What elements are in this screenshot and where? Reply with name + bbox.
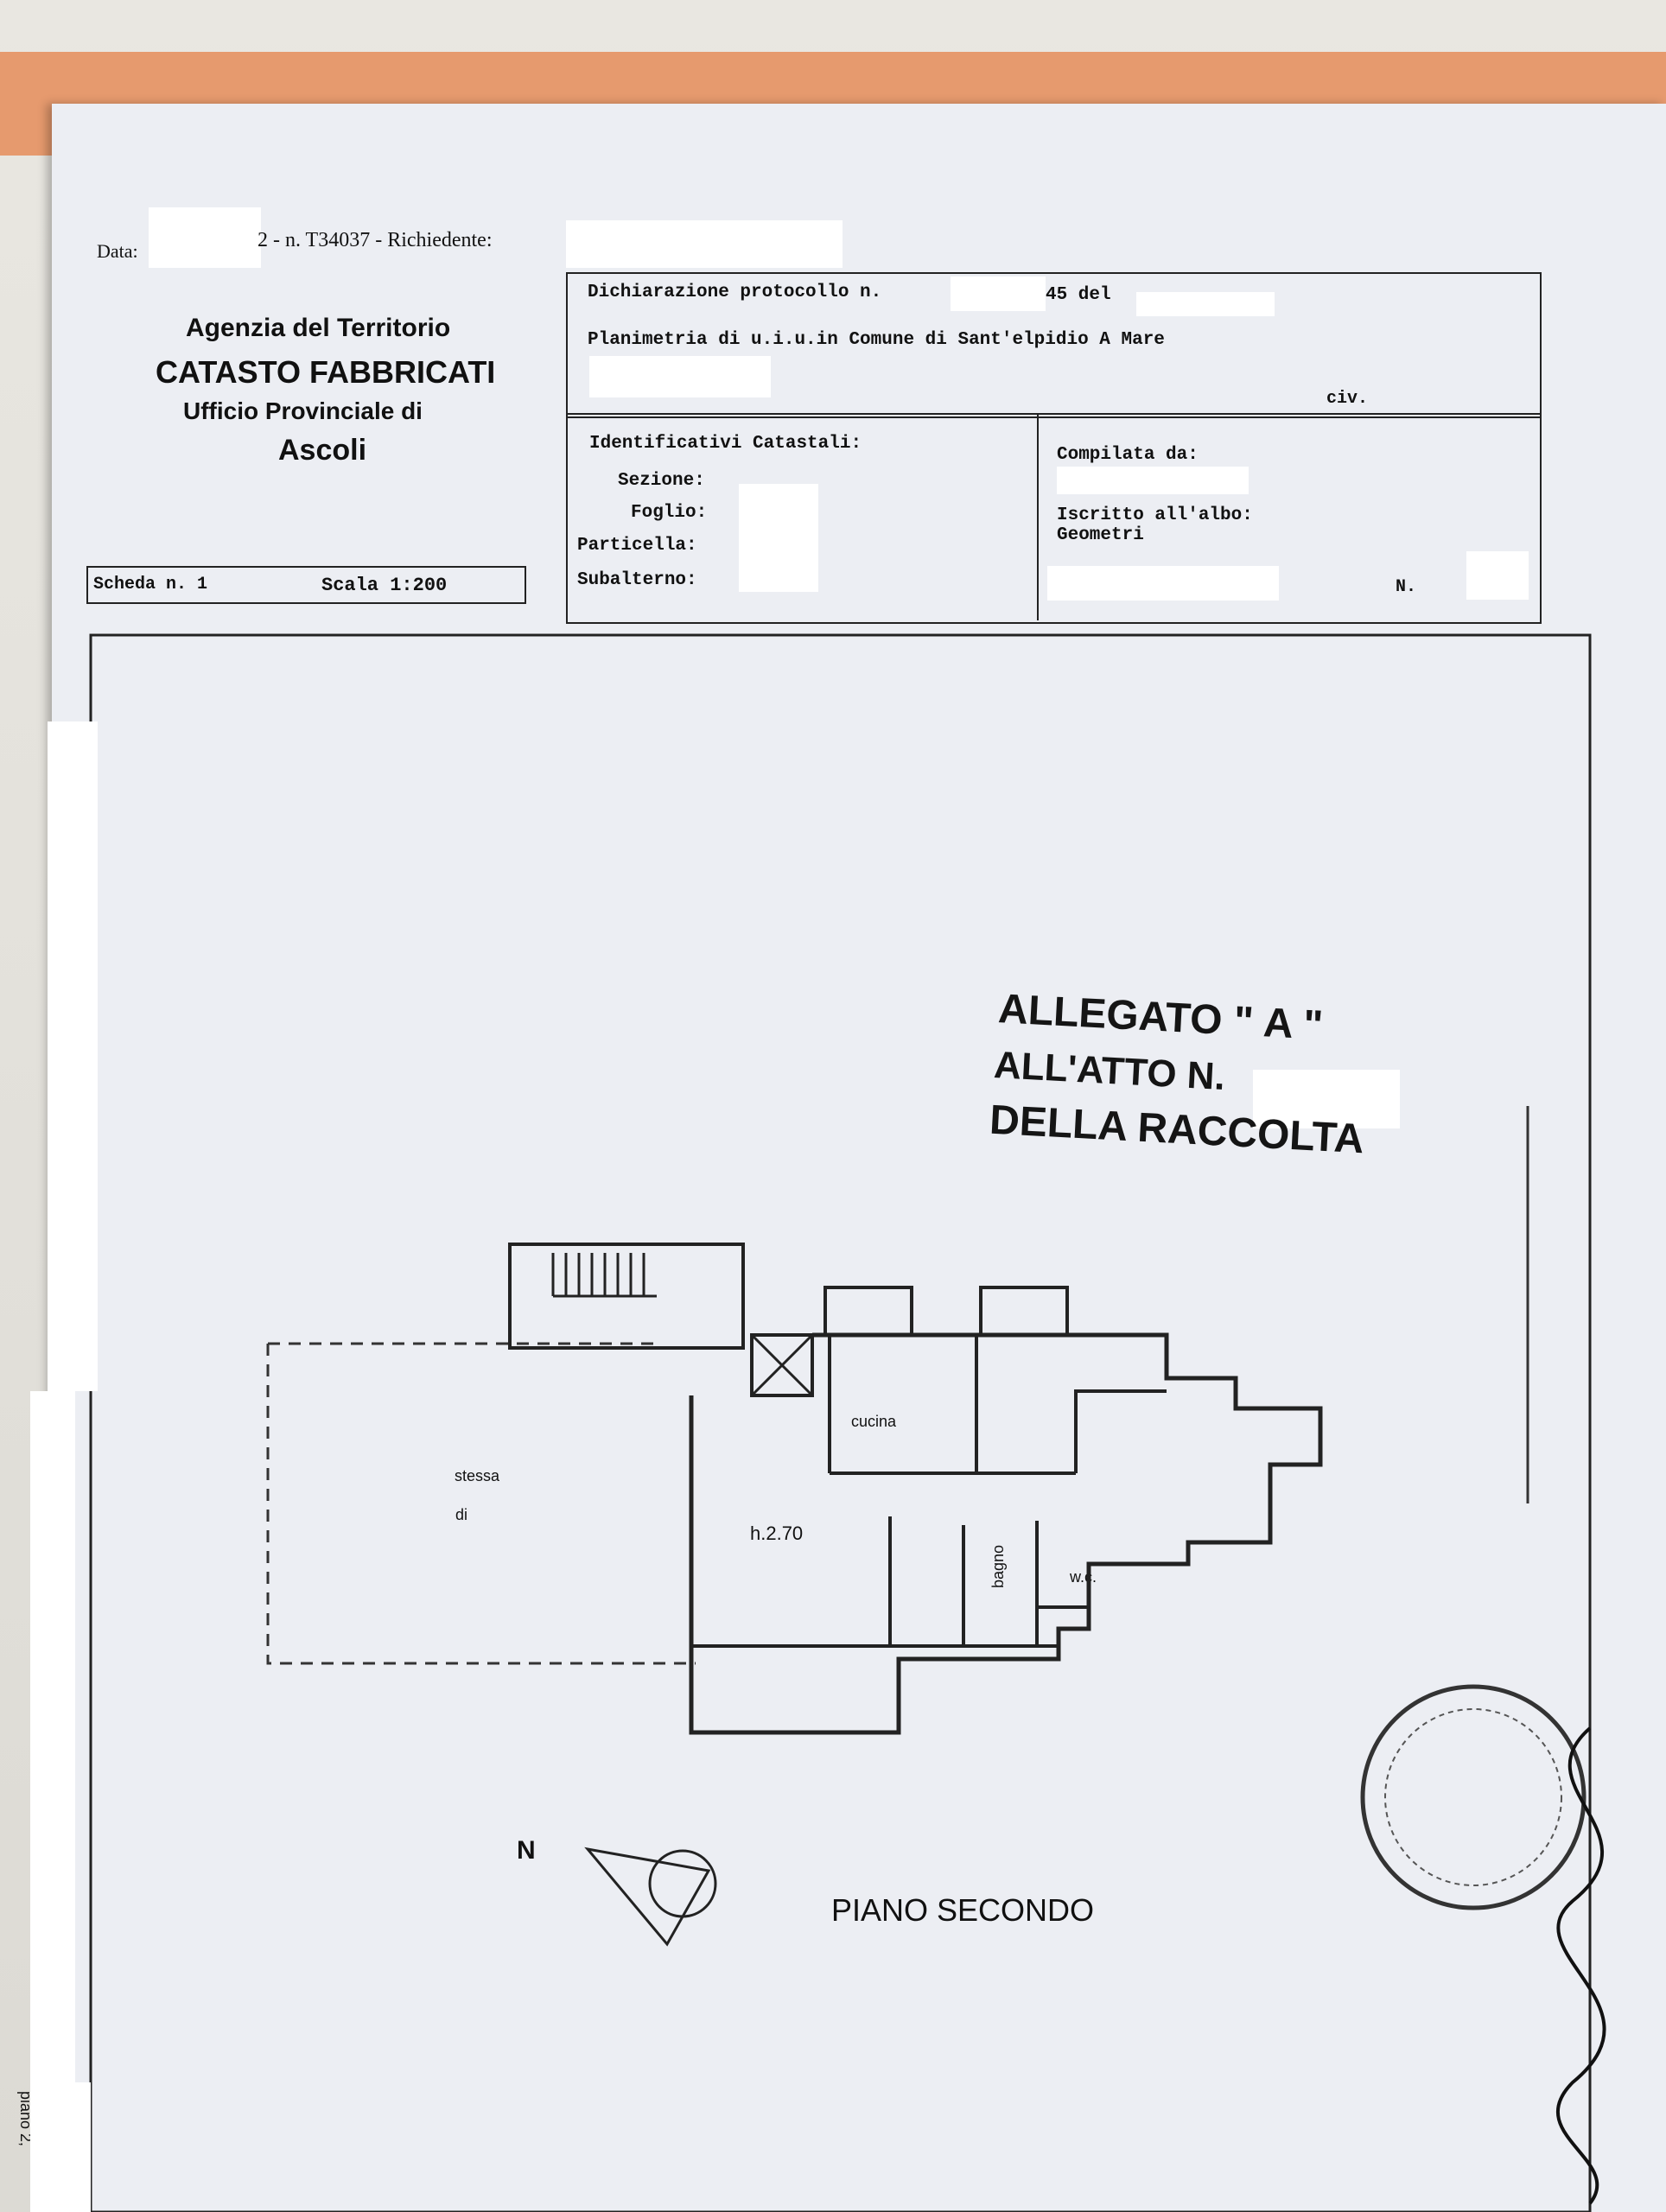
redacted-albo — [1047, 566, 1279, 601]
redacted-date — [149, 207, 261, 268]
request-info: 2 - n. T34037 - Richiedente: — [258, 229, 493, 251]
redacted-albo-number — [1466, 551, 1529, 600]
date-label: Data: — [97, 240, 138, 262]
redacted-protocol — [951, 276, 1046, 311]
stair-core — [508, 1243, 745, 1350]
balcony-2 — [979, 1286, 1069, 1337]
document-sheet: Data: 2 - n. T34037 - Richiedente: Agenz… — [17, 104, 1666, 2212]
scheda-number: Scheda n. 1 — [93, 575, 208, 594]
north-label: N — [517, 1836, 536, 1865]
elevator — [750, 1333, 814, 1397]
redacted-requester — [566, 220, 843, 268]
room-label-stessa-2: di — [455, 1506, 468, 1523]
agency-name: Agenzia del Territorio — [186, 314, 451, 342]
floor-plan-drawing — [89, 633, 1606, 2212]
room-height: h.2.70 — [750, 1522, 804, 1544]
office-city: Ascoli — [278, 434, 367, 467]
identifiers-divider — [1037, 415, 1039, 620]
scheda-box — [86, 566, 526, 604]
office-label: Ufficio Provinciale di — [183, 397, 423, 424]
redacted-margin-3 — [30, 2082, 91, 2212]
scale-label: Scala 1:200 — [321, 575, 448, 596]
balcony-1 — [823, 1286, 913, 1337]
catasto-title: CATASTO FABBRICATI — [156, 354, 496, 390]
particella-label: Particella: — [577, 536, 697, 556]
redacted-protocol-date — [1136, 292, 1275, 316]
redacted-compiler — [1057, 467, 1249, 494]
notary-seal — [1360, 1684, 1587, 1910]
interior-walls — [691, 1335, 1167, 1648]
signature — [1556, 1726, 1606, 2205]
floor-title: PIANO SECONDO — [831, 1892, 1095, 1928]
redacted-margin-1 — [48, 721, 98, 1391]
planimetry-label: Planimetria di u.i.u.in Comune di Sant'e… — [588, 330, 1165, 350]
identifiers-title: Identificativi Catastali: — [589, 434, 862, 454]
identifiers-box — [566, 413, 1542, 624]
protocol-number: 45 del — [1046, 285, 1111, 305]
declaration-box — [566, 272, 1542, 418]
compass-arrow — [584, 1847, 711, 1947]
redacted-address — [589, 356, 771, 397]
albo-value: Geometri — [1057, 525, 1144, 545]
redacted-margin-2 — [30, 1391, 75, 2082]
terrace-outline — [266, 1344, 696, 1665]
subalterno-label: Subalterno: — [577, 570, 697, 590]
civic-label: civ. — [1326, 389, 1369, 409]
protocol-label: Dichiarazione protocollo n. — [588, 283, 882, 302]
compiled-label: Compilata da: — [1057, 445, 1199, 465]
albo-label: Iscritto all'albo: — [1057, 505, 1253, 525]
foglio-label: Foglio: — [631, 503, 708, 523]
room-label-cucina: cucina — [851, 1413, 897, 1430]
stair-steps — [551, 1253, 657, 1298]
apartment-outline — [689, 1332, 1323, 1735]
redacted-identifiers — [739, 484, 818, 592]
redacted-atto-number — [1253, 1070, 1400, 1128]
sezione-label: Sezione: — [618, 471, 705, 491]
room-label-stessa: stessa — [455, 1467, 500, 1484]
albo-number-label: N. — [1396, 577, 1417, 597]
drawing-frame — [89, 633, 1592, 2212]
